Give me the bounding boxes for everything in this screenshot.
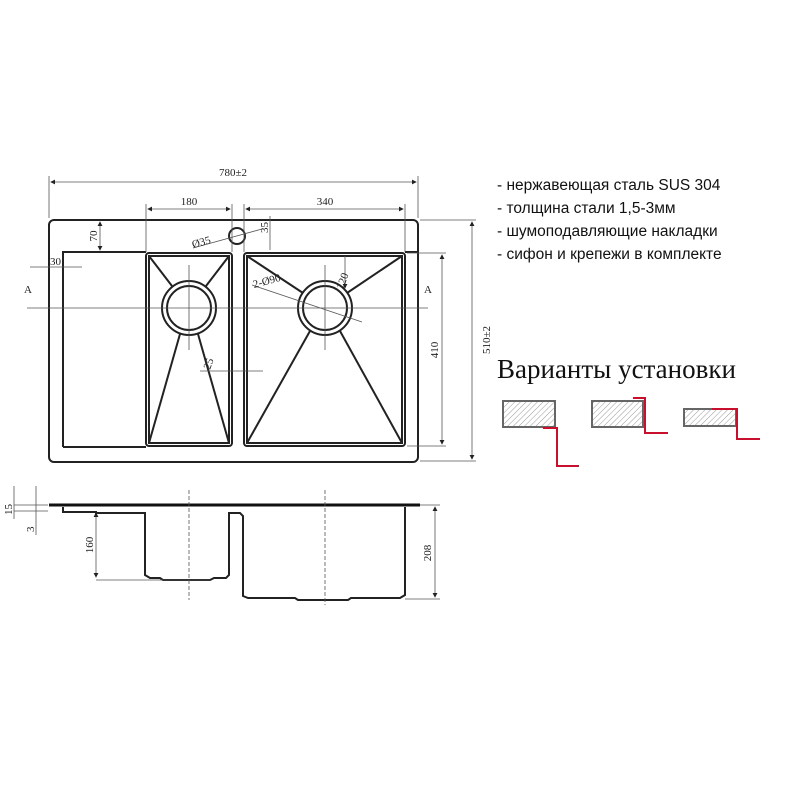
dim-back-deck: 70 bbox=[88, 230, 100, 242]
sink-outline bbox=[48, 219, 419, 463]
dim-faucet-hole: Ø35 bbox=[191, 234, 213, 251]
install-variant-under bbox=[683, 408, 760, 440]
spec-item: - толщина стали 1,5-3мм bbox=[497, 200, 676, 217]
dim-side-rim: 30 bbox=[50, 256, 62, 268]
dim-overall-depth: 510±2 bbox=[481, 326, 493, 354]
dim-faucet-offset: 35 bbox=[259, 222, 271, 234]
dim-left-bowl-height: 160 bbox=[84, 536, 96, 553]
spec-item: - нержавеющая сталь SUS 304 bbox=[497, 177, 721, 194]
install-variant-top bbox=[591, 397, 668, 434]
top-view: 780±2 180 340 510±2 410 70 30 Ø35 35 2-Ø… bbox=[24, 167, 493, 463]
dim-drain-offset: 120 bbox=[335, 271, 352, 291]
dim-overall-width: 780±2 bbox=[219, 167, 247, 179]
dim-right-bowl-height: 208 bbox=[422, 544, 434, 561]
dimension-lines bbox=[30, 176, 476, 462]
spec-item: - шумоподавляющие накладки bbox=[497, 223, 718, 240]
dim-rim-thickness: 3 bbox=[25, 526, 37, 532]
spec-item: - сифон и крепежи в комплекте bbox=[497, 246, 722, 263]
dim-drain: 2-Ø90 bbox=[252, 272, 283, 291]
left-bowl bbox=[145, 252, 233, 447]
section-mark-left: A bbox=[24, 284, 32, 296]
drainboard bbox=[62, 251, 146, 447]
install-title: Варианты установки bbox=[497, 354, 736, 384]
dim-left-bowl: 180 bbox=[181, 196, 198, 208]
side-view: 15 3 160 208 bbox=[3, 486, 440, 605]
dim-divider: 25 bbox=[202, 356, 217, 371]
section-mark-right: A bbox=[424, 284, 432, 296]
faucet-hole bbox=[228, 227, 246, 245]
dim-bowl-depth: 410 bbox=[429, 341, 441, 358]
dim-right-bowl: 340 bbox=[317, 196, 334, 208]
install-variants bbox=[502, 397, 760, 467]
dim-rim-height: 15 bbox=[3, 504, 15, 516]
install-variant-flush bbox=[502, 400, 579, 467]
right-bowl bbox=[243, 252, 406, 447]
